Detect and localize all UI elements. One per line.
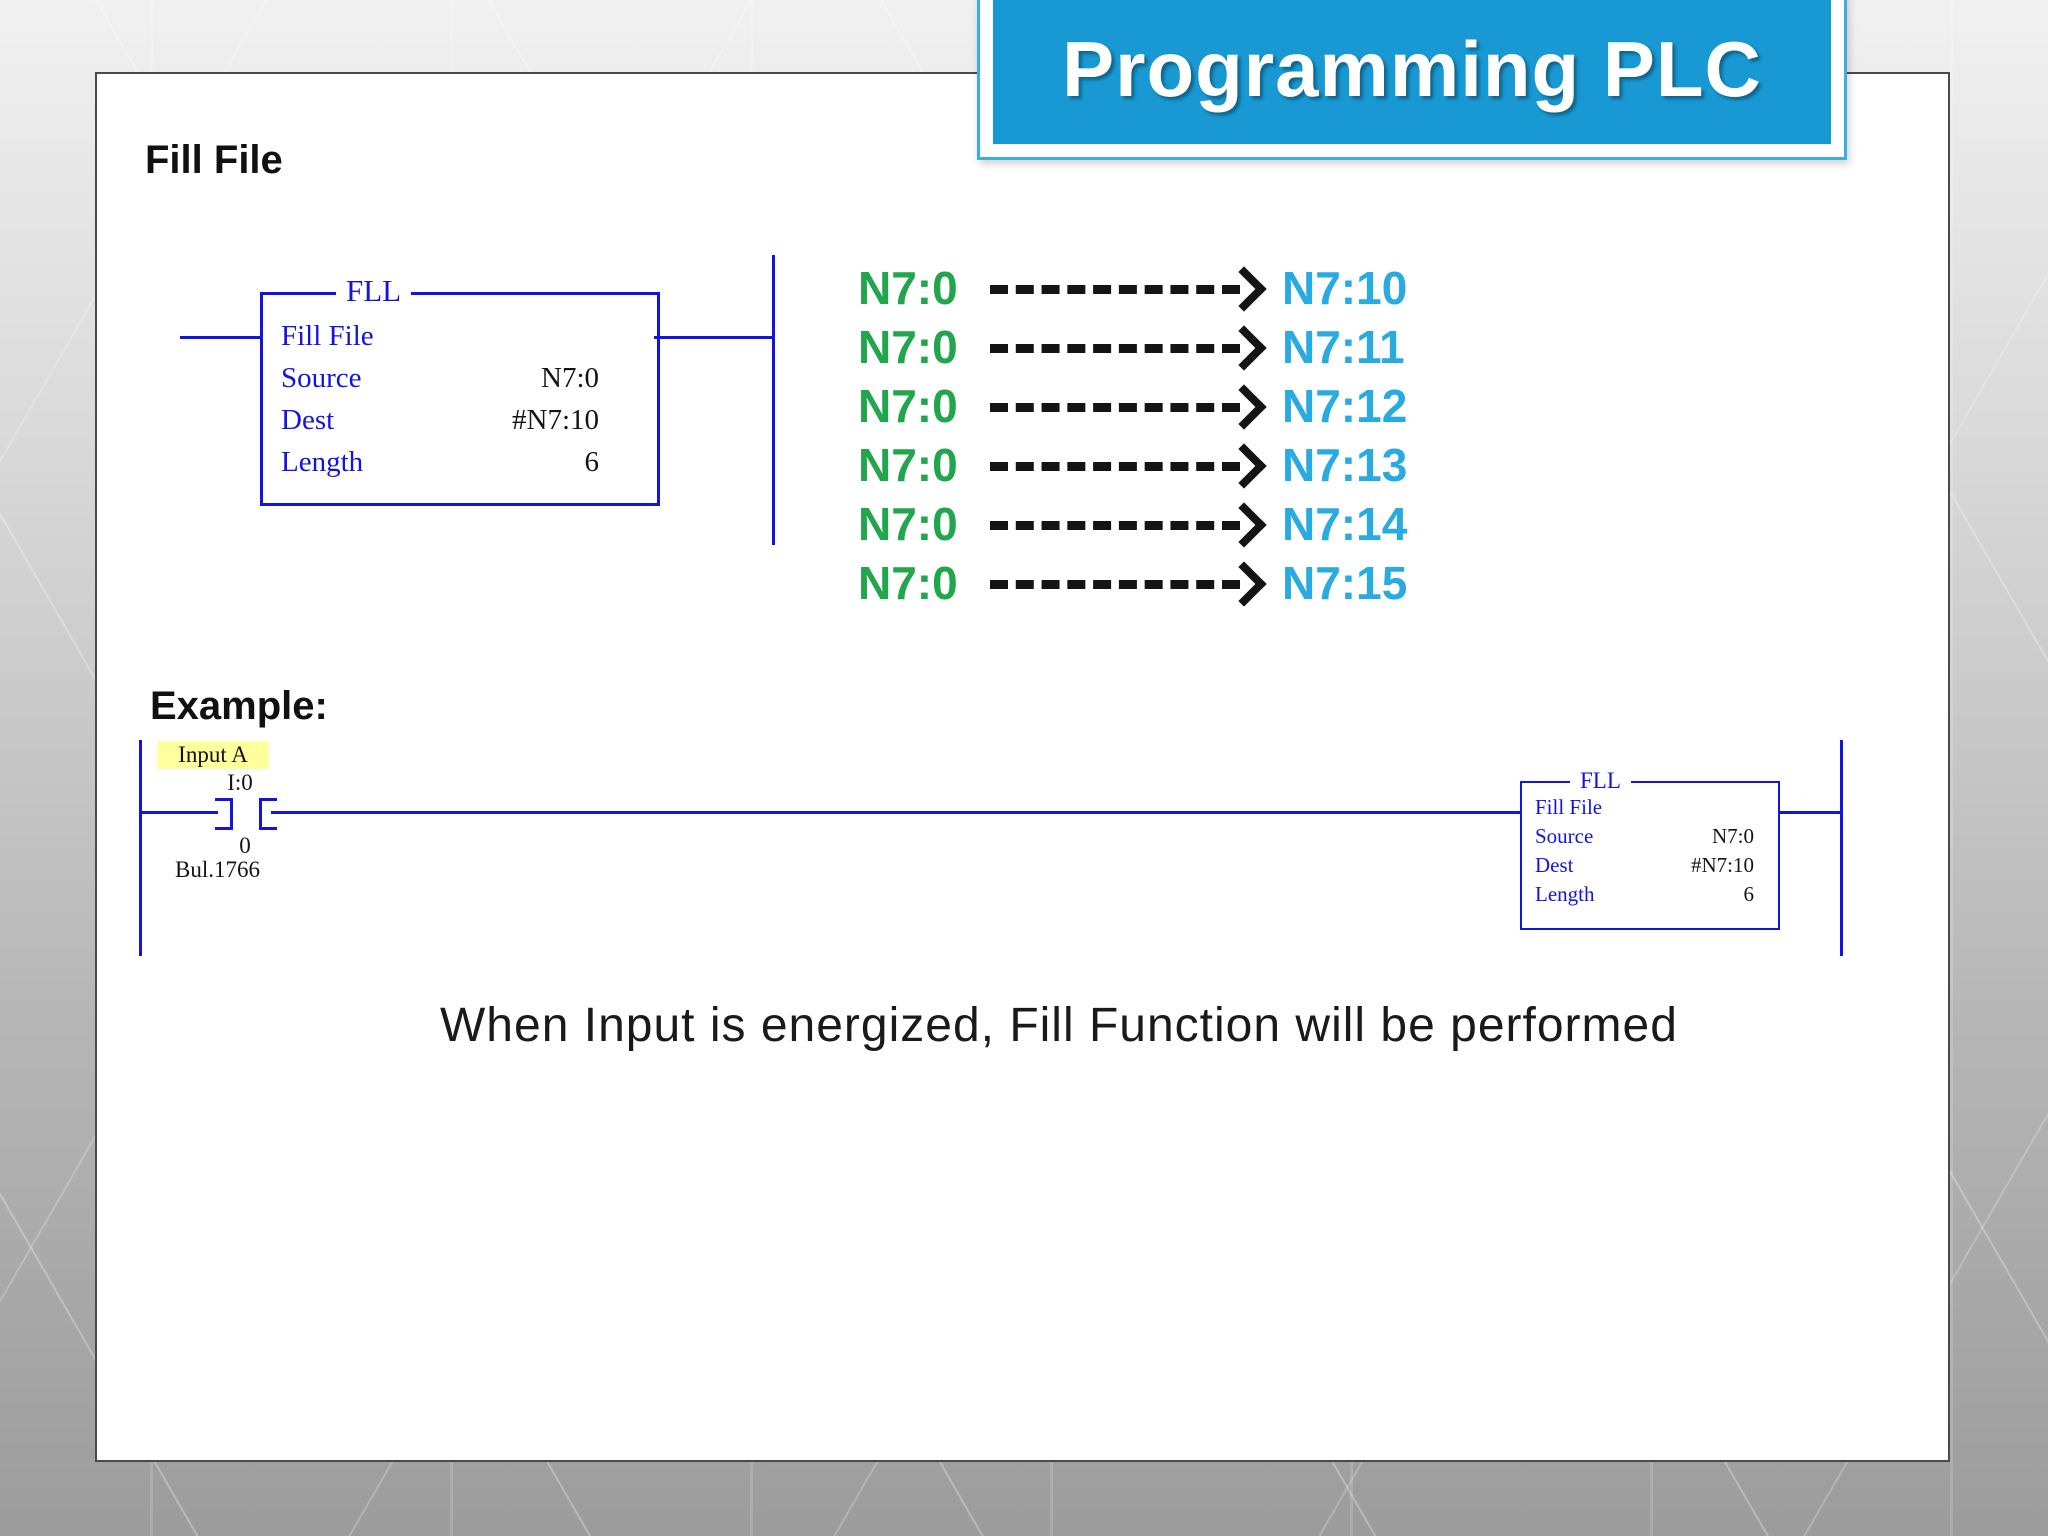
arrow-right-icon (1221, 501, 1267, 548)
fill-mapping-list: N7:0 N7:10 N7:0 N7:11 N7:0 N7:12 N7:0 N7… (858, 258, 1407, 612)
slide-title: Programming PLC (1062, 25, 1762, 113)
mapping-row: N7:0 N7:10 (858, 258, 1407, 317)
mapping-row: N7:0 N7:13 (858, 435, 1407, 494)
fll-length-row: Length 6 (1535, 880, 1754, 909)
power-rail-right-top (772, 255, 775, 545)
fll-source-label: Source (281, 362, 362, 394)
mapping-dest: N7:11 (1282, 320, 1405, 373)
contact-bracket-right (259, 798, 277, 830)
contact-module: Bul.1766 (175, 857, 260, 882)
contact-highlight-label: Input A (157, 741, 269, 769)
fll-dest-value: #N7:10 (512, 404, 599, 436)
mapping-row: N7:0 N7:11 (858, 317, 1407, 376)
fll-dest-label: Dest (1535, 853, 1574, 877)
arrow-right-icon (1221, 560, 1267, 607)
arrow-right-icon (1221, 265, 1267, 312)
dashed-line (990, 580, 1240, 589)
section-heading-example: Example: (150, 684, 328, 728)
arrow-right-icon (1221, 442, 1267, 489)
contact-bracket-left (215, 798, 233, 830)
power-rail-left (139, 740, 142, 956)
mapping-source: N7:0 (858, 556, 958, 609)
fll-box-rows: Fill File Source N7:0 Dest #N7:10 Length… (1522, 783, 1778, 909)
fll-source-row: Source N7:0 (281, 357, 599, 399)
power-rail-right (1840, 740, 1843, 956)
dashed-line (990, 344, 1240, 353)
fll-source-value: N7:0 (541, 362, 599, 394)
title-banner-fill: Programming PLC (993, 0, 1831, 144)
mapping-source: N7:0 (858, 497, 958, 550)
arrow-right-icon (1221, 383, 1267, 430)
mapping-row: N7:0 N7:14 (858, 494, 1407, 553)
fll-source-value: N7:0 (1712, 824, 1754, 848)
fll-instruction-box: Fill File Source N7:0 Dest #N7:10 Length… (260, 292, 660, 506)
fll-dest-value: #N7:10 (1691, 853, 1754, 877)
fll-input-wire (180, 336, 260, 339)
mapping-dest: N7:14 (1282, 497, 1408, 550)
dashed-line (990, 462, 1240, 471)
fll-instruction-box-example: Fill File Source N7:0 Dest #N7:10 Length… (1520, 781, 1780, 930)
fll-length-value: 6 (1743, 882, 1755, 906)
fll-source-row: Source N7:0 (1535, 822, 1754, 851)
fll-box-rows: Fill File Source N7:0 Dest #N7:10 Length… (263, 295, 657, 483)
contact-address: I:0 (227, 770, 253, 795)
dashed-line (990, 403, 1240, 412)
arrow-right-icon (1221, 324, 1267, 371)
rung-wire-right (1776, 811, 1840, 814)
fll-box-title-example: FLL (1570, 768, 1631, 794)
mapping-source: N7:0 (858, 438, 958, 491)
mapping-source: N7:0 (858, 320, 958, 373)
mapping-source: N7:0 (858, 379, 958, 432)
fll-source-label: Source (1535, 824, 1594, 848)
fll-box-title: FLL (336, 274, 412, 308)
fll-description: Fill File (1535, 795, 1603, 819)
fll-dest-row: Dest #N7:10 (1535, 851, 1754, 880)
caption-text: When Input is energized, Fill Function w… (440, 999, 1678, 1052)
section-heading-fill-file: Fill File (145, 138, 283, 182)
mapping-dest: N7:13 (1282, 438, 1408, 491)
fll-length-label: Length (281, 446, 364, 478)
fll-description-row: Fill File (1535, 793, 1754, 822)
mapping-dest: N7:10 (1282, 261, 1408, 314)
fll-dest-label: Dest (281, 404, 335, 436)
rung-wire-middle (271, 811, 1520, 814)
fll-length-label: Length (1535, 882, 1595, 906)
fll-description: Fill File (281, 320, 374, 352)
fll-output-wire (654, 336, 774, 339)
title-banner: Programming PLC (977, 0, 1847, 160)
mapping-source: N7:0 (858, 261, 958, 314)
dashed-line (990, 521, 1240, 530)
rung-wire-left (142, 811, 218, 814)
mapping-row: N7:0 N7:12 (858, 376, 1407, 435)
fll-dest-row: Dest #N7:10 (281, 399, 599, 441)
fll-length-row: Length 6 (281, 441, 599, 483)
fll-length-value: 6 (584, 446, 600, 478)
mapping-dest: N7:12 (1282, 379, 1408, 432)
mapping-dest: N7:15 (1282, 556, 1408, 609)
fll-description-row: Fill File (281, 315, 599, 357)
contact-bit: 0 (239, 833, 251, 858)
dashed-line (990, 285, 1240, 294)
mapping-row: N7:0 N7:15 (858, 553, 1407, 612)
